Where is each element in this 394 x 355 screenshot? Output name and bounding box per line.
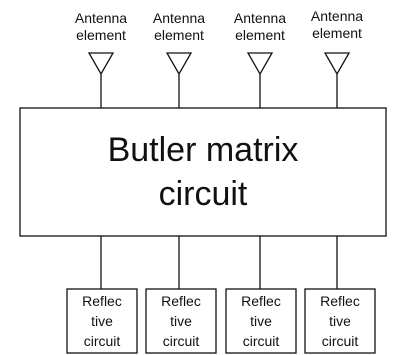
reflective-2-box (145, 288, 217, 354)
antenna-1-label: Antenna element (61, 10, 141, 44)
antenna-2-label-line1: Antenna (152, 10, 206, 26)
antenna-2-label-line2: element (154, 27, 204, 43)
reflective-1-label-line1: Reflec (82, 293, 122, 309)
butler-matrix-box (19, 107, 387, 237)
reflective-1-box (66, 288, 138, 354)
reflective-3-box (225, 288, 297, 354)
antenna-3-symbol (246, 52, 274, 76)
antenna-1-label-line1: Antenna (74, 10, 128, 26)
antenna-4-label-line1: Antenna (310, 8, 364, 24)
antenna-4-label: Antenna element (297, 8, 377, 42)
reflective-2-label-line2: tive (170, 313, 192, 329)
reflective-4-label: Reflec tive circuit (308, 291, 372, 351)
reflective-3-label-line3: circuit (242, 333, 280, 349)
antenna-4-symbol (323, 52, 351, 76)
antenna-3-label-line2: element (235, 27, 285, 43)
reflective-3-label: Reflec tive circuit (229, 291, 293, 351)
reflective-2-label: Reflec tive circuit (149, 291, 213, 351)
reflective-3-label-line1: Reflec (241, 293, 281, 309)
reflective-4-label-line3: circuit (321, 333, 359, 349)
antenna-4-label-line2: element (312, 25, 362, 41)
reflective-1-label-line3: circuit (83, 333, 121, 349)
reflective-2-label-line1: Reflec (161, 293, 201, 309)
butler-matrix-label-line1: Butler matrix (107, 131, 299, 169)
butler-matrix-label: Butler matrix circuit (20, 108, 386, 236)
antenna-3-label-line1: Antenna (233, 10, 287, 26)
reflective-4-label-line2: tive (329, 313, 351, 329)
reflective-2-label-line3: circuit (162, 333, 200, 349)
reflective-4-box (304, 288, 376, 354)
reflective-4-label-line1: Reflec (320, 293, 360, 309)
antenna-3-label: Antenna element (220, 10, 300, 44)
reflective-1-label-line2: tive (91, 313, 113, 329)
antenna-1-label-line2: element (76, 27, 126, 43)
antenna-1-symbol (87, 52, 115, 76)
antenna-2-symbol (165, 52, 193, 76)
butler-matrix-label-line2: circuit (158, 175, 248, 213)
antenna-2-label: Antenna element (139, 10, 219, 44)
reflective-3-label-line2: tive (250, 313, 272, 329)
reflective-1-label: Reflec tive circuit (70, 291, 134, 351)
